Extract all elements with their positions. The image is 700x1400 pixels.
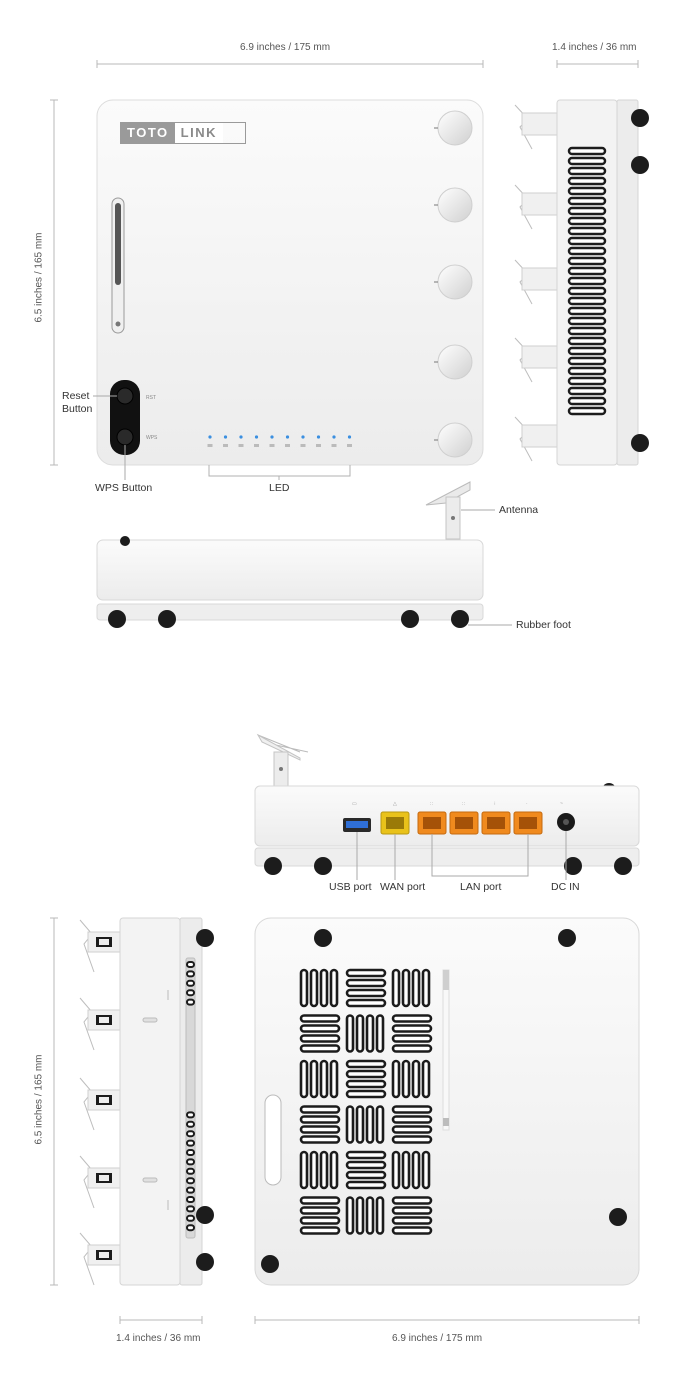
led-dot [347,435,352,439]
lan-port-label: LAN port [460,881,502,893]
wan-port-label: WAN port [380,881,426,893]
dim-bottom-left-height-label: 6.5 inches / 165 mm [33,1054,45,1145]
svg-text:∷: ∷ [462,801,465,807]
logo-part-2: LINK [174,123,223,143]
wan-port [380,811,410,835]
led-indicators [207,435,352,447]
dim-top-depth-label: 1.4 inches / 36 mm [552,42,637,53]
totolink-logo: TOTO LINK [120,122,246,144]
led-dot [223,435,228,439]
svg-text:~: ~ [560,801,563,807]
svg-text:∷: ∷ [430,801,433,807]
lan-ports [417,811,543,835]
antenna-label: Antenna [499,504,539,516]
dim-left-height-label: 6.5 inches / 165 mm [33,232,45,323]
led-dot [239,435,243,439]
reset-button-label-line2: Button [62,403,93,415]
dimension-bottom-width [254,1316,640,1324]
dimension-top-width [96,60,484,68]
led-dot [332,435,336,439]
dc-in-label: DC IN [551,881,580,893]
usb-port-label: USB port [329,881,372,893]
dimension-left-height [50,99,58,466]
svg-text:▭: ▭ [352,801,357,807]
rubber-foot-label: Rubber foot [516,619,571,631]
reset-button-label-line1: Reset [62,390,90,402]
svg-text:⁝: ⁝ [494,801,496,807]
router-side-view-left [79,917,214,1286]
svg-text:WPS: WPS [146,435,158,441]
dimension-bottom-depth [119,1316,203,1324]
svg-text:△: △ [393,801,397,807]
led-dot [270,435,274,439]
led-dot [254,435,259,439]
led-dot [316,435,321,439]
dim-top-width-label: 6.9 inches / 175 mm [240,42,331,53]
dimension-top-depth [556,60,639,68]
router-bottom-view [254,917,640,1286]
dim-bottom-depth-label: 1.4 inches / 36 mm [116,1333,201,1344]
svg-text:RST: RST [146,395,156,401]
led-dot [301,435,305,439]
led-dot [208,435,212,439]
router-side-view [514,99,649,466]
wps-button-label: WPS Button [95,482,153,494]
antenna-knobs [434,110,473,458]
logo-part-1: TOTO [121,123,175,143]
router-top-view: RST WPS [96,99,484,466]
led-dot [285,435,290,439]
dimension-bottom-left-height [50,917,58,1286]
router-back-view: ▭ △ ∷ ∷ ⁝ · ~ [254,733,640,875]
router-front-view [96,481,484,628]
led-label: LED [269,482,290,494]
svg-text:·: · [526,801,528,807]
dim-bottom-width-label: 6.9 inches / 175 mm [392,1333,483,1344]
